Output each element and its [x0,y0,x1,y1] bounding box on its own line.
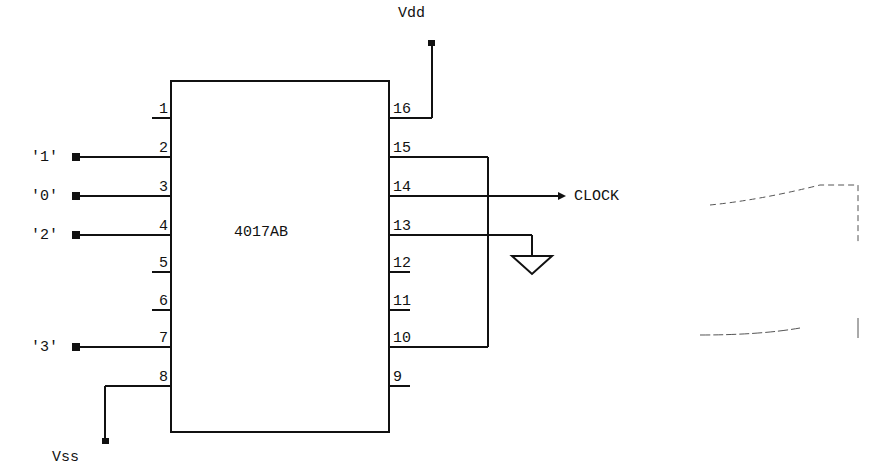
pin-number: 3 [159,180,168,195]
pin-number: 10 [393,331,411,346]
pin-number: 6 [159,294,168,309]
signal-label: '2' [31,228,58,243]
pin-number: 9 [393,370,402,385]
clock-label: CLOCK [574,189,619,204]
pin-number: 5 [159,256,168,271]
pin-number: 7 [159,331,168,346]
pin-number: 13 [393,219,411,234]
signal-label: '1' [31,150,58,165]
pin-number: 12 [393,256,411,271]
ic-package: 4017AB [170,80,390,433]
pin-lines [78,44,562,440]
pin-number: 8 [159,370,168,385]
signal-label: '0' [31,189,58,204]
supply-label: Vss [52,450,79,465]
ground-symbol [512,256,552,274]
signal-label: '3' [31,340,58,355]
supply-label: Vdd [398,6,425,21]
pin-number: 16 [393,102,411,117]
terminals [72,40,566,444]
pin-number: 1 [159,102,168,117]
pin-number: 2 [159,141,168,156]
sketch-marks [700,185,858,338]
pin-number: 15 [393,141,411,156]
chip-name: 4017AB [234,224,288,241]
pin-number: 14 [393,180,411,195]
pin-number: 4 [159,219,168,234]
pin-number: 11 [393,294,411,309]
